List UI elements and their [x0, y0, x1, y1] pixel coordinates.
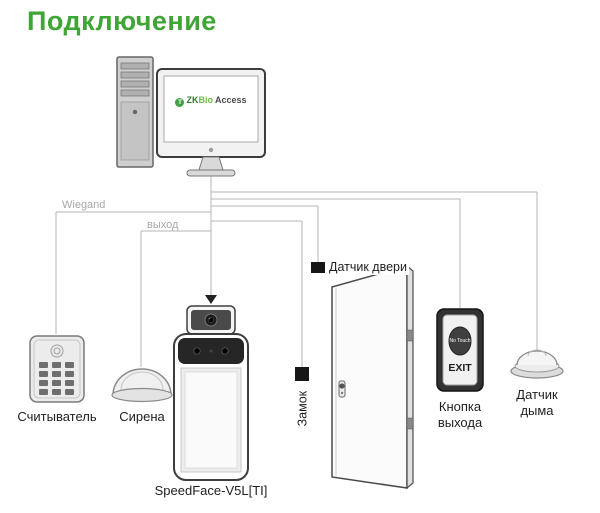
monitor [156, 68, 266, 177]
wire-door-sensor [211, 205, 319, 262]
logo-text-bio: Bio [198, 95, 213, 105]
monitor-base [186, 169, 236, 177]
reader-device [29, 335, 85, 403]
door [295, 262, 414, 490]
siren-label: Сирена [119, 409, 165, 424]
smoke-detector-label: Датчик дыма [516, 387, 558, 418]
terminal-camera-icon [221, 347, 229, 355]
no-touch-text: No Touch [449, 338, 471, 344]
lock-block [295, 367, 309, 381]
arrow-down-icon [205, 295, 217, 304]
desktop-tower [116, 56, 154, 168]
monitor-stand [198, 156, 224, 171]
wire-output [140, 230, 211, 367]
wire-wiegand [55, 211, 211, 334]
terminal-camera-icon [193, 347, 201, 355]
smoke-detector-device [510, 349, 564, 379]
exit-button-label: Кнопка выхода [437, 399, 483, 430]
exit-face-text: EXIT [448, 362, 472, 374]
logo-text-zk: ZK [186, 95, 199, 105]
door-handle-icon [338, 380, 346, 398]
no-touch-sensor-icon [448, 326, 472, 356]
wire-lock [211, 220, 303, 367]
output-wire-label: выход [147, 219, 179, 231]
zkteco-logo-icon: T [175, 98, 185, 107]
terminal-label: SpeedFace-V5L[TI] [154, 483, 268, 498]
reader-coil-icon [50, 344, 64, 358]
monitor-screen [163, 75, 259, 143]
hinge-icon [406, 329, 414, 342]
door-sensor-block [311, 262, 325, 273]
reader-label: Считыватель [17, 409, 97, 424]
wire-exit [211, 198, 461, 308]
siren-device [111, 368, 173, 403]
page-title: Подключение [27, 6, 217, 36]
lock-label: Замок [295, 390, 310, 427]
wires [55, 176, 538, 367]
logo-text-access: Access [214, 95, 247, 105]
wire-smoke [211, 191, 538, 350]
exit-button-device [436, 308, 484, 392]
reader-keypad [39, 362, 74, 395]
terminal-device [173, 305, 249, 481]
webcam-icon [208, 147, 214, 153]
hinge-icon [406, 417, 414, 430]
door-sensor-label: Датчик двери [327, 260, 409, 276]
power-button-icon [132, 109, 138, 115]
wiegand-wire-label: Wiegand [62, 199, 106, 211]
